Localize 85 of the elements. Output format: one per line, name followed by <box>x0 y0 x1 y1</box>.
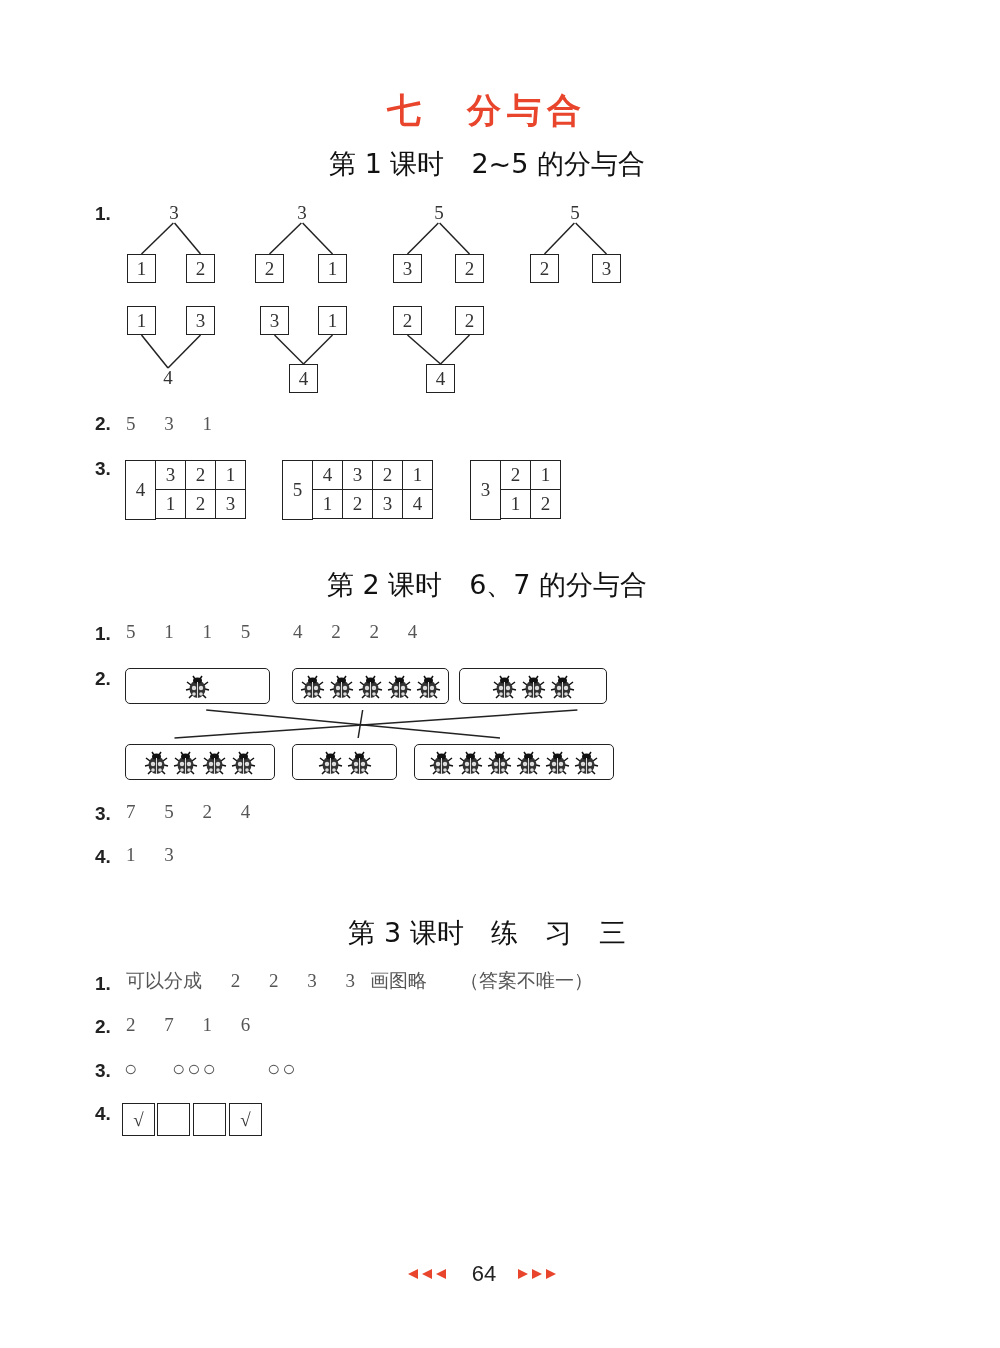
number-box: 3 <box>592 254 621 283</box>
connector-line <box>406 222 440 255</box>
question-number: 4. <box>95 846 111 868</box>
sum-number: 3 <box>288 201 316 225</box>
connector-line <box>302 334 334 365</box>
answer-text: 可以分成 2 2 3 3 <box>126 969 355 993</box>
connector-line <box>273 334 305 365</box>
connector-line <box>140 222 175 255</box>
question-number: 2. <box>95 668 111 690</box>
number-box: 2 <box>393 306 422 335</box>
sum-number: 4 <box>154 366 182 390</box>
ladybug-box <box>414 744 614 780</box>
ladybug-box <box>125 668 270 704</box>
chapter-title: 七 分与合 <box>387 89 587 132</box>
connector-line <box>173 709 579 739</box>
question-number: 1. <box>95 623 111 645</box>
number-box: 2 <box>455 306 484 335</box>
table-cell: 3 <box>215 489 246 519</box>
question-number: 1. <box>95 973 111 995</box>
connector-line <box>268 222 303 255</box>
ladybug-box <box>459 668 607 704</box>
sum-number: 3 <box>160 201 188 225</box>
connector-line <box>439 334 471 365</box>
table-cell: 5 <box>282 460 313 520</box>
table-cell: 3 <box>470 460 501 520</box>
answer-box <box>157 1103 190 1136</box>
question-number: 1. <box>95 203 111 225</box>
number-box: 2 <box>255 254 284 283</box>
page-number: 64 <box>471 1261 497 1287</box>
sum-number: 5 <box>425 201 453 225</box>
lesson-heading: 第 1 课时 2~5 的分与合 <box>329 147 645 181</box>
answer-text: 5 1 1 5 <box>126 621 251 643</box>
table-cell: 4 <box>402 489 433 519</box>
number-box: 3 <box>186 306 215 335</box>
connector-line <box>543 222 576 255</box>
answer-circles: ○○○ <box>172 1056 218 1082</box>
question-number: 3. <box>95 803 111 825</box>
ladybug-box <box>125 744 275 780</box>
number-box: 2 <box>186 254 215 283</box>
lesson-heading: 第 2 课时 6、7 的分与合 <box>326 568 648 602</box>
lesson-heading: 第 3 课时 练 习 三 <box>348 916 626 950</box>
answer-text: 画图略 <box>370 969 427 993</box>
question-number: 2. <box>95 413 111 435</box>
connector-line <box>205 709 501 739</box>
connector-line <box>167 334 202 369</box>
number-box: 2 <box>455 254 484 283</box>
question-number: 4. <box>95 1103 111 1125</box>
number-box: 3 <box>260 306 289 335</box>
answer-text: 7 5 2 4 <box>126 801 251 823</box>
number-box: 1 <box>127 306 156 335</box>
table-cell: 1 <box>530 460 561 490</box>
connector-line <box>406 334 442 365</box>
table-cell: 1 <box>402 460 433 490</box>
table-cell: 2 <box>530 489 561 519</box>
answer-text: 1 3 <box>126 844 174 866</box>
answer-text: 4 2 2 4 <box>293 621 418 643</box>
number-box: 2 <box>530 254 559 283</box>
ladybug-box <box>292 744 397 780</box>
ladybug-box <box>292 668 449 704</box>
number-box: 4 <box>289 364 318 393</box>
number-box: 3 <box>393 254 422 283</box>
answer-text: 2 7 1 6 <box>126 1014 251 1036</box>
table-cell: 4 <box>125 460 156 520</box>
answer-box: √ <box>122 1103 155 1136</box>
connector-line <box>438 222 471 255</box>
connector-line <box>173 222 202 255</box>
connector-line <box>301 222 334 255</box>
number-box: 1 <box>318 254 347 283</box>
connector-line <box>357 709 364 739</box>
answer-box: √ <box>229 1103 262 1136</box>
answer-circles: ○ <box>124 1056 140 1082</box>
number-box: 1 <box>127 254 156 283</box>
question-number: 2. <box>95 1016 111 1038</box>
connector-line <box>140 334 169 369</box>
number-box: 4 <box>426 364 455 393</box>
connector-line <box>574 222 608 255</box>
answer-circles: ○○ <box>267 1056 298 1082</box>
question-number: 3. <box>95 1060 111 1082</box>
question-number: 3. <box>95 458 111 480</box>
table-cell: 1 <box>215 460 246 490</box>
number-box: 1 <box>318 306 347 335</box>
sum-number: 5 <box>561 201 589 225</box>
answer-text: （答案不唯一） <box>460 969 593 993</box>
answer-text: 5 3 1 <box>126 413 212 435</box>
answer-box <box>193 1103 226 1136</box>
